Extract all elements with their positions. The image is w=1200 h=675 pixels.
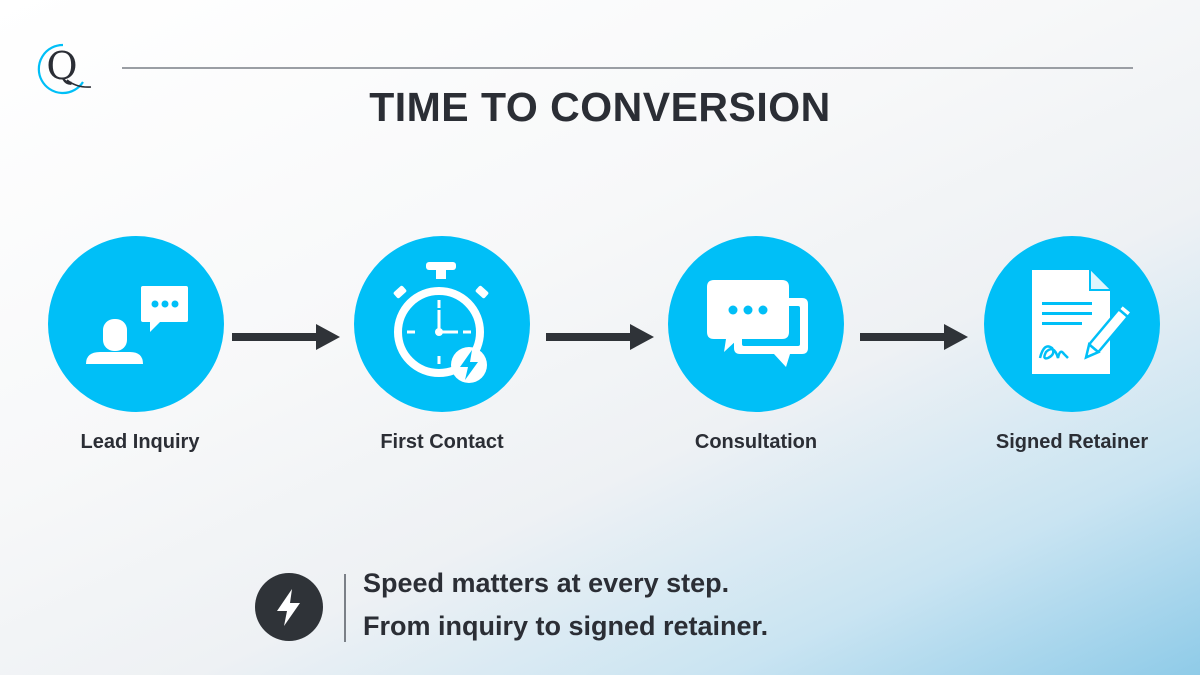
step-consultation: [668, 236, 844, 412]
arrow-right-icon: [546, 324, 654, 350]
bolt-badge: [255, 573, 323, 641]
step-circle: [354, 236, 530, 412]
arrow-right-icon: [860, 324, 968, 350]
tagline-divider: [344, 574, 346, 642]
logo-mark: Q: [37, 43, 92, 95]
step-label-signed-retainer: Signed Retainer: [995, 431, 1149, 453]
header-rule: [122, 67, 1133, 69]
logo: Q: [33, 38, 103, 98]
signed-document-icon: [1032, 270, 1134, 374]
step-first-contact: [354, 236, 530, 412]
step-label-first-contact: First Contact: [380, 431, 504, 453]
chat-bubbles-icon: [707, 280, 808, 367]
arrow-right-icon: [232, 324, 340, 350]
person-speech-icon: [86, 286, 188, 364]
logo-letter: Q: [46, 44, 77, 88]
step-circle: [48, 236, 224, 412]
stopwatch-bolt-icon: [393, 262, 489, 383]
lightning-bolt-icon: [277, 589, 300, 626]
step-label-consultation: Consultation: [694, 431, 818, 453]
step-label-lead-inquiry: Lead Inquiry: [80, 431, 200, 453]
step-lead-inquiry: [48, 236, 224, 412]
step-circle: [668, 236, 844, 412]
tagline-line-1: Speed matters at every step.: [363, 568, 730, 598]
tagline-line-2: From inquiry to signed retainer.: [363, 611, 769, 641]
step-signed-retainer: [984, 236, 1160, 412]
step-circle: [984, 236, 1160, 412]
page-title: TIME TO CONVERSION: [369, 84, 831, 130]
